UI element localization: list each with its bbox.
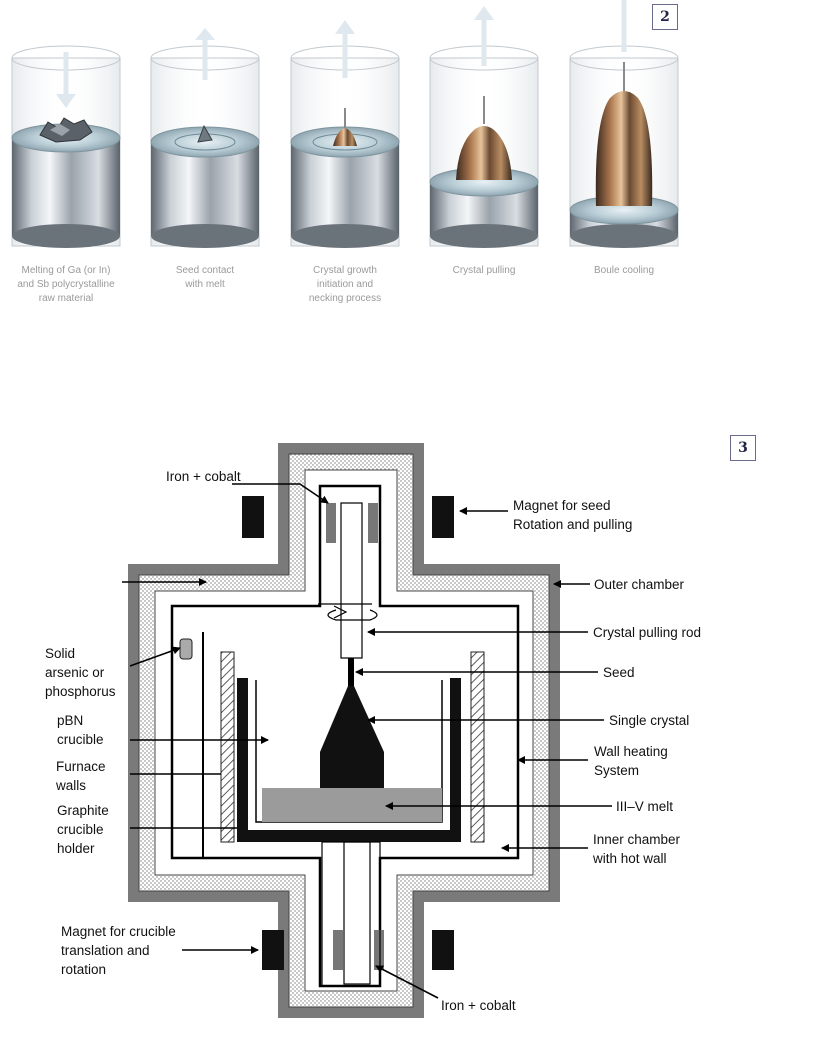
step-1-melting — [11, 45, 121, 248]
figure-3-badge: 3 — [730, 435, 756, 461]
label-furnace-walls: Furnace walls — [56, 759, 106, 793]
label-pbn-crucible: pBN crucible — [57, 713, 104, 747]
label-graphite-holder: Graphite crucible holder — [57, 803, 109, 856]
label-seed: Seed — [603, 665, 635, 680]
growth-steps-illustration — [11, 0, 679, 248]
step-5-caption: Boule cooling — [593, 265, 655, 276]
crystal-pulling-rod — [340, 502, 363, 659]
label-iron-cobalt-bottom: Iron + cobalt — [441, 998, 516, 1013]
arsenic-source — [179, 638, 193, 660]
step-2-seed-contact — [150, 28, 260, 248]
label-iron-cobalt-top: Iron + cobalt — [166, 469, 241, 484]
step-5-cooling — [569, 0, 679, 248]
seed-magnet-right — [432, 496, 454, 538]
crucible-shaft — [343, 841, 371, 985]
furnace-wall-left — [220, 651, 235, 843]
label-magnet-seed: Magnet for seed Rotation and pulling — [513, 498, 633, 532]
step-4-caption: Crystal pulling — [452, 265, 516, 276]
label-wall-heating: Wall heating System — [594, 744, 668, 778]
step-3-necking — [290, 20, 400, 248]
furnace-schematic — [122, 443, 612, 1018]
crucible-magnet-left — [262, 930, 284, 970]
melt — [262, 788, 442, 822]
step-1-caption: Melting of Ga (or In) and Sb polycrystal… — [17, 265, 115, 304]
single-crystal — [320, 686, 384, 790]
label-single-crystal: Single crystal — [609, 713, 690, 728]
furnace-wall-right — [470, 651, 485, 843]
step-4-pulling — [429, 6, 539, 248]
label-magnet-crucible: Magnet for crucible translation and rota… — [61, 924, 176, 977]
seed — [348, 658, 354, 686]
label-outer-chamber: Outer chamber — [594, 577, 685, 592]
label-melt: III–V melt — [616, 799, 674, 814]
label-solid-arsenic: Solid arsenic or phosphorus — [45, 646, 116, 699]
seed-magnet-left — [242, 496, 264, 538]
label-inner-chamber: Inner chamber with hot wall — [593, 832, 681, 866]
label-crystal-pulling-rod: Crystal pulling rod — [593, 625, 702, 640]
crucible-magnet-right — [432, 930, 454, 970]
step-3-caption: Crystal growth initiation and necking pr… — [308, 265, 382, 304]
step-2-caption: Seed contact with melt — [175, 265, 235, 290]
figure-2-badge: 2 — [652, 4, 678, 30]
